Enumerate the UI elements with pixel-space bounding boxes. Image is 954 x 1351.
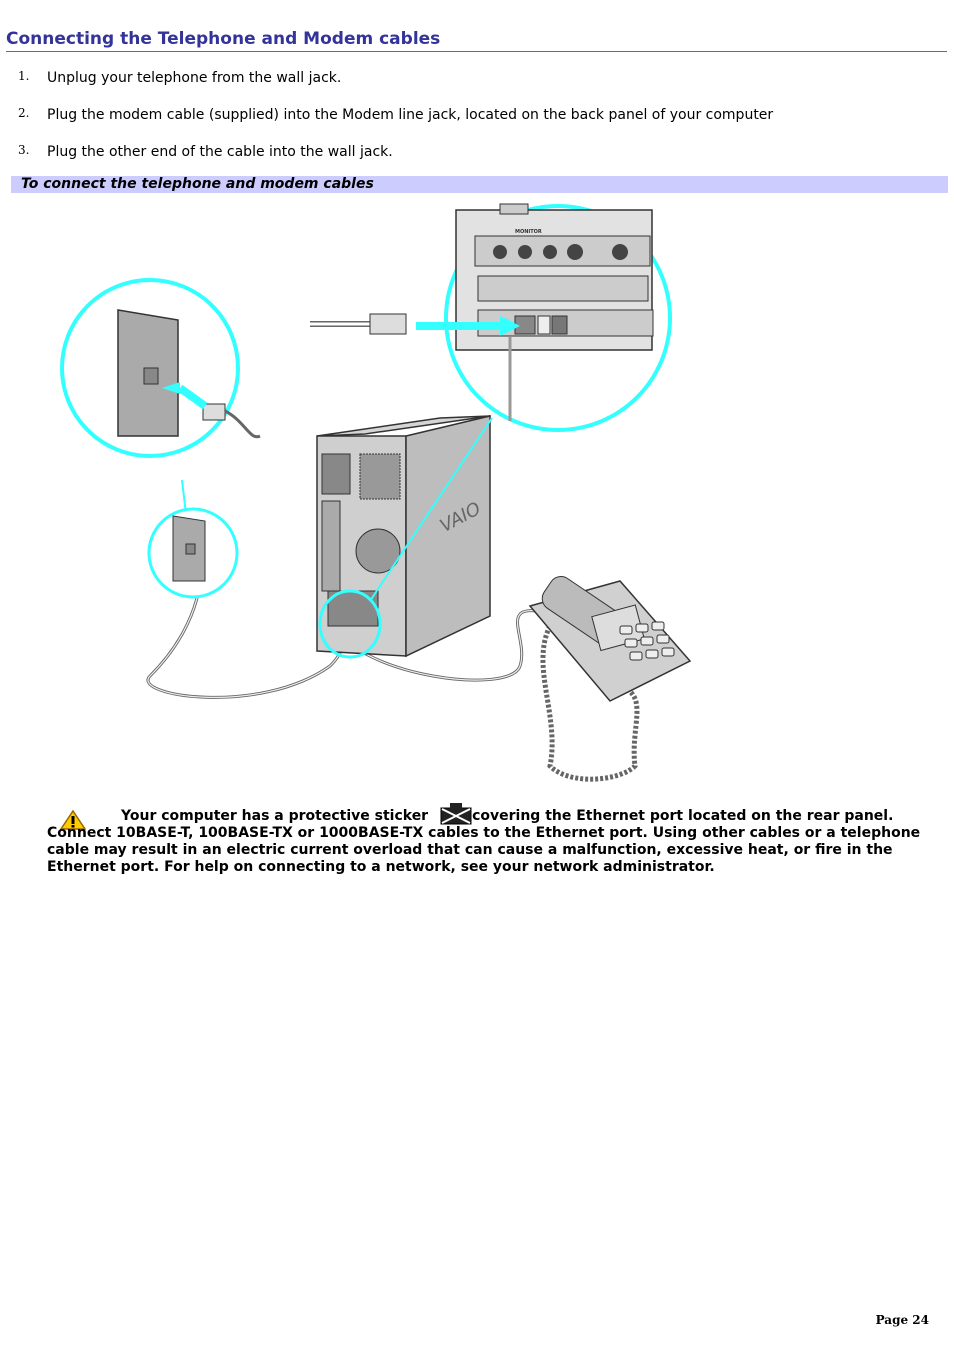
page-title: Connecting the Telephone and Modem cable… xyxy=(6,29,947,52)
panel-label: MONITOR xyxy=(515,229,542,235)
modem-panel-illustration: MONITOR xyxy=(416,203,654,351)
warning-body: covering the Ethernet port located on th… xyxy=(47,808,921,875)
list-item: 3. Plug the other end of the cable into … xyxy=(0,142,954,162)
warning-lead: Your computer has a protective sticker xyxy=(121,808,429,824)
computer-tower: VAIO xyxy=(316,415,491,658)
step-number: 2. xyxy=(18,106,30,120)
list-item: 1. Unplug your telephone from the wall j… xyxy=(0,68,954,88)
section-subheading: To connect the telephone and modem cable… xyxy=(11,176,948,193)
step-number: 1. xyxy=(18,69,30,83)
ethernet-sticker-icon xyxy=(440,803,472,833)
connection-illustration: VAIO xyxy=(60,203,692,782)
warning-icon xyxy=(59,809,87,835)
step-text: Plug the other end of the cable into the… xyxy=(47,144,393,160)
page-number: Page 24 xyxy=(875,1313,929,1327)
list-item: 2. Plug the modem cable (supplied) into … xyxy=(0,105,954,125)
step-text: Plug the modem cable (supplied) into the… xyxy=(47,107,774,123)
telephone-illustration xyxy=(528,576,692,782)
step-text: Unplug your telephone from the wall jack… xyxy=(47,70,342,86)
step-number: 3. xyxy=(18,143,30,157)
wall-jack-illustration xyxy=(117,309,261,439)
